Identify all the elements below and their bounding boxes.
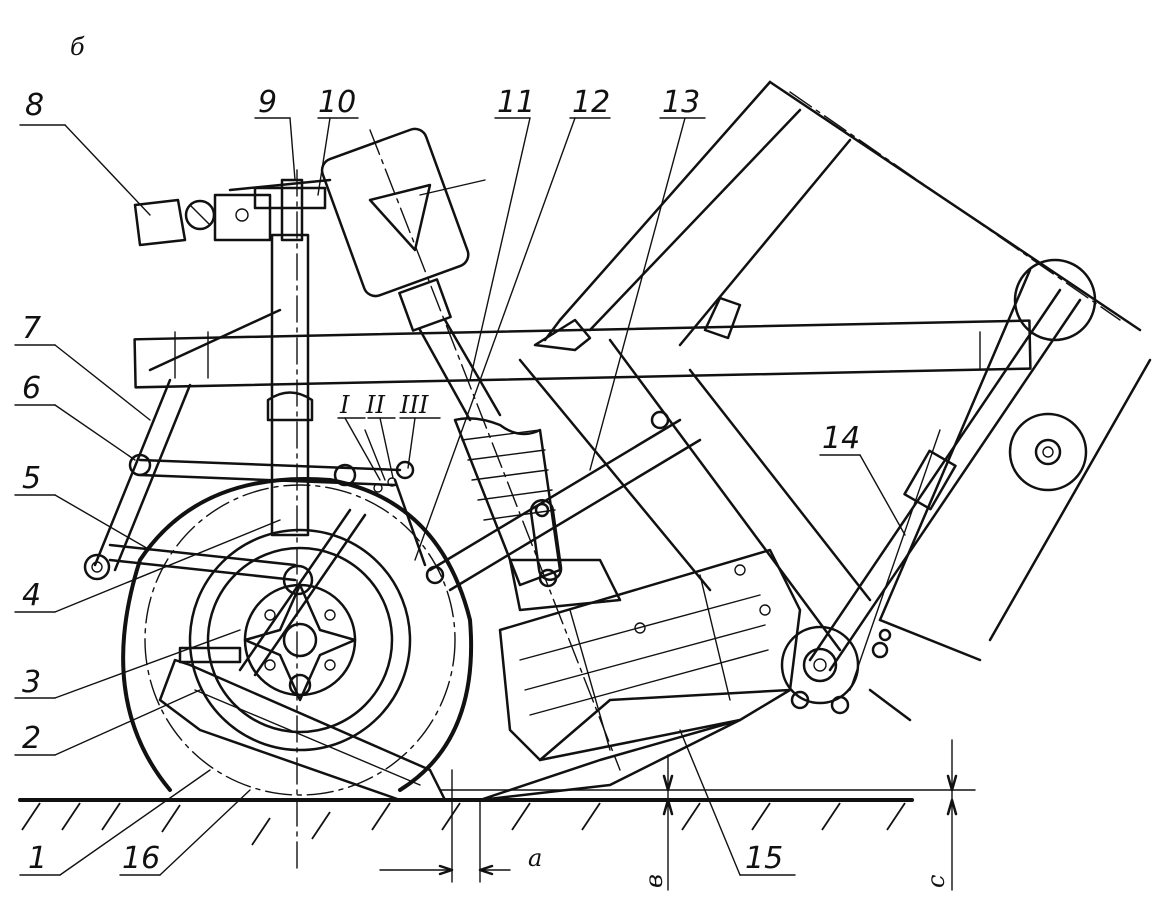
callout-1: 1 (28, 841, 47, 876)
linkage (83, 308, 445, 677)
position-I: I (339, 391, 350, 419)
callout-15: 15 (745, 841, 783, 876)
gearbox (478, 548, 802, 802)
position-III: III (399, 391, 429, 419)
callout-5: 5 (22, 461, 41, 496)
callout-2: 2 (22, 721, 41, 756)
callout-11: 11 (497, 85, 535, 120)
callout-3: 3 (22, 665, 41, 700)
ground (18, 789, 976, 846)
callout-12: 12 (572, 85, 610, 120)
frame (543, 80, 1152, 662)
callout-4: 4 (22, 578, 41, 613)
hose-coupling (133, 186, 327, 247)
position-II: II (365, 391, 385, 419)
callout-9: 9 (258, 85, 277, 120)
callout-14: 14 (822, 421, 860, 456)
dimension-markers (379, 739, 958, 891)
dimension-c: c (922, 875, 950, 888)
callout-6: 6 (22, 371, 41, 406)
dimension-v: в (640, 874, 668, 888)
callout-13: 13 (662, 85, 700, 120)
callout-16: 16 (122, 841, 160, 876)
view-label: б (70, 33, 85, 61)
vertical-post (228, 169, 332, 871)
callout-8: 8 (25, 88, 44, 123)
hydraulic-motor (320, 127, 621, 771)
dimension-a: a (528, 844, 542, 872)
leader-lines (14, 117, 906, 876)
truss (428, 288, 1082, 691)
callout-7: 7 (22, 311, 41, 346)
pivot-hub (780, 625, 912, 722)
callout-10: 10 (318, 85, 356, 120)
skid (158, 646, 447, 802)
main-beam (133, 318, 1032, 389)
wheel (121, 477, 474, 796)
